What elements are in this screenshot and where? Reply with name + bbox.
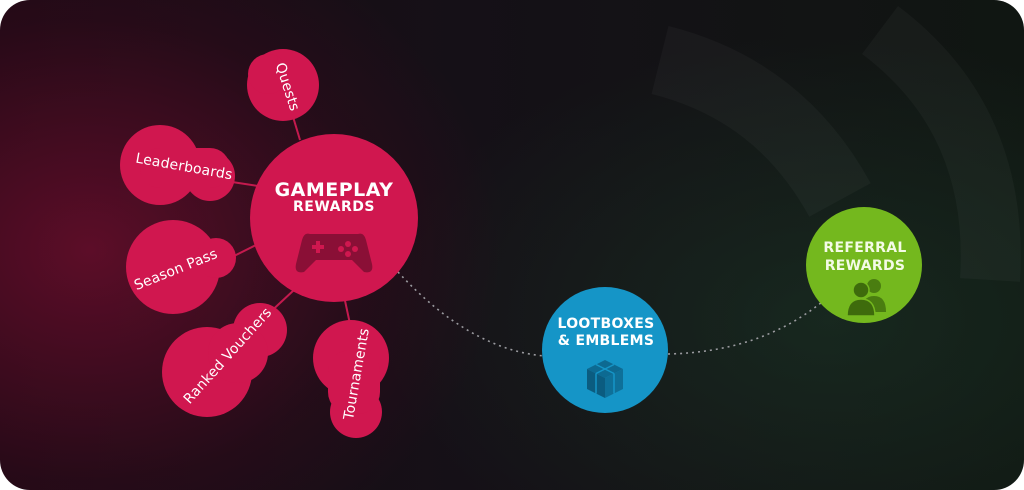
- referral-circle: [806, 207, 922, 323]
- connector-hub-lootboxes: [397, 271, 546, 357]
- season-pass-bubble: [126, 220, 236, 314]
- background-arc: [660, 60, 840, 200]
- leaderboards-bubble: [120, 125, 235, 205]
- lootboxes-title: LOOTBOXES: [557, 316, 655, 332]
- lootboxes-circle: [542, 287, 668, 413]
- hub-title: GAMEPLAY: [274, 179, 394, 201]
- quests-bubble: [247, 49, 319, 121]
- connector-lootboxes-referral: [667, 301, 823, 355]
- satellite-bubbles: [120, 49, 389, 438]
- lootboxes-subtitle: & EMBLEMS: [557, 333, 655, 349]
- hub-subtitle: REWARDS: [293, 199, 375, 215]
- ranked-vouchers-bubble: [162, 303, 287, 417]
- referral-title: REFERRAL: [823, 240, 907, 256]
- tournaments-bubble: [313, 320, 389, 438]
- gamepad-icon: [295, 233, 373, 273]
- users-icon: [846, 279, 886, 317]
- hub-circle: [250, 134, 418, 302]
- referral-subtitle: REWARDS: [824, 258, 906, 274]
- cube-icon: [587, 360, 623, 398]
